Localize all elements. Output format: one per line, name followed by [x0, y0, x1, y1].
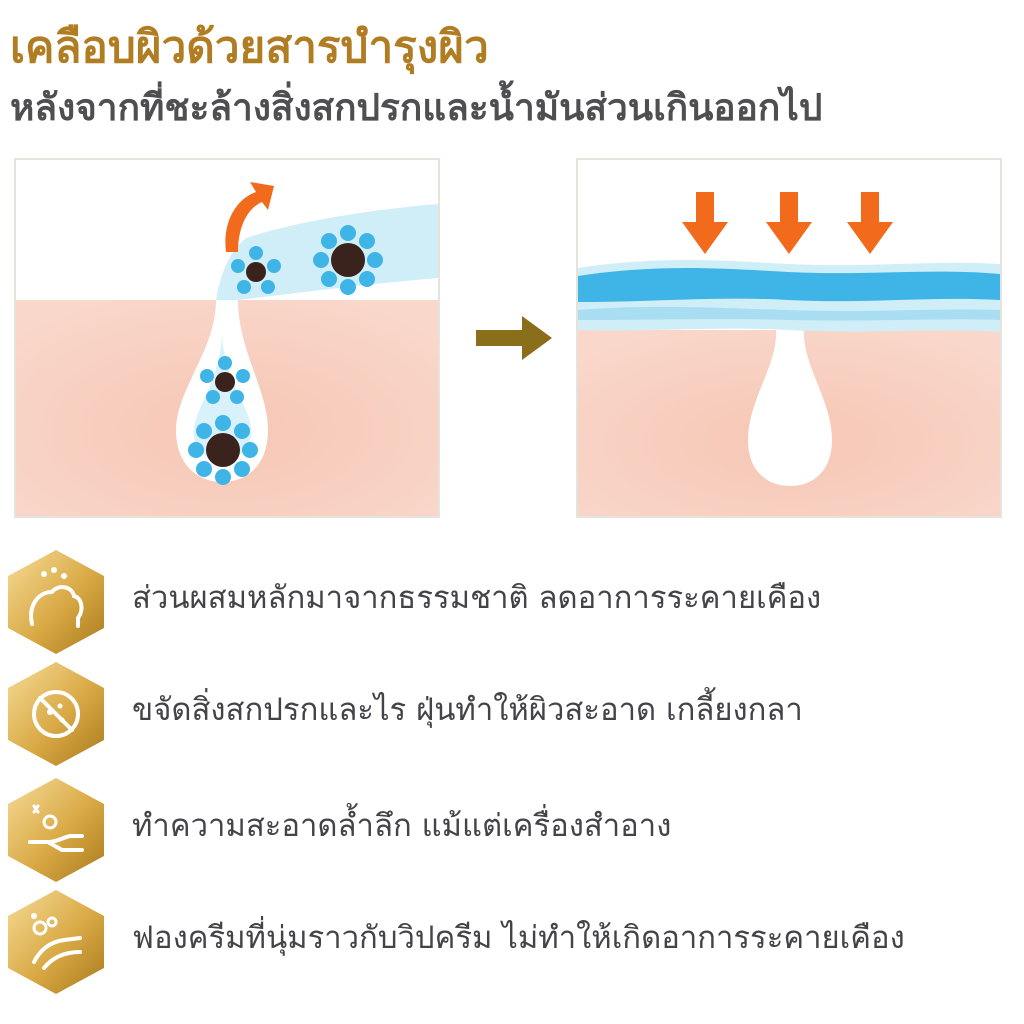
feature-text: ขจัดสิ่งสกปรกและไร ฝุ่นทำให้ผิวสะอาด เกล…: [132, 692, 803, 728]
clean-hand-icon: [8, 778, 104, 882]
lift-arrow-icon: [225, 182, 274, 252]
page-subtitle: หลังจากที่ชะล้างสิ่งสกปรกและน้ำมันส่วนเก…: [10, 86, 823, 129]
natural-skin-icon: [8, 550, 104, 654]
dirt-particle-pore-small: [200, 356, 250, 404]
no-dust-icon: [8, 662, 104, 766]
next-step-arrow-icon: [476, 316, 552, 360]
page-title: เคลือบผิวด้วยสารบำรุงผิว: [10, 22, 489, 73]
dirt-particle-pore-large: [188, 415, 258, 485]
protective-layer-blue: [578, 268, 1000, 302]
feature-text: ส่วนผสมหลักมาจากธรรมชาติ ลดอาการระคายเคื…: [132, 580, 822, 616]
water-stream: [216, 204, 438, 300]
clean-pore: [748, 330, 832, 486]
skin-coating-illustration: [576, 158, 1002, 518]
down-arrow-icon: [766, 192, 812, 254]
feature-text: ฟองครีมที่นุ่มราวกับวิปครีม ไม่ทำให้เกิด…: [132, 920, 905, 956]
down-arrow-icon: [682, 192, 728, 254]
feature-text: ทำความสะอาดล้ำลึก แม้แต่เครื่องสำอาง: [132, 808, 672, 844]
dirt-particle-large: [313, 225, 383, 295]
feature-item: ทำความสะอาดล้ำลึก แม้แต่เครื่องสำอาง: [0, 776, 1024, 886]
pore-cleansing-illustration: [14, 158, 440, 518]
down-arrow-icon: [847, 192, 893, 254]
feature-item: ขจัดสิ่งสกปรกและไร ฝุ่นทำให้ผิวสะอาด เกล…: [0, 660, 1024, 770]
feature-item: ฟองครีมที่นุ่มราวกับวิปครีม ไม่ทำให้เกิด…: [0, 888, 1024, 998]
feature-item: ส่วนผสมหลักมาจากธรรมชาติ ลดอาการระคายเคื…: [0, 548, 1024, 658]
dirt-particle-small: [231, 246, 281, 294]
foam-hands-icon: [8, 890, 104, 994]
